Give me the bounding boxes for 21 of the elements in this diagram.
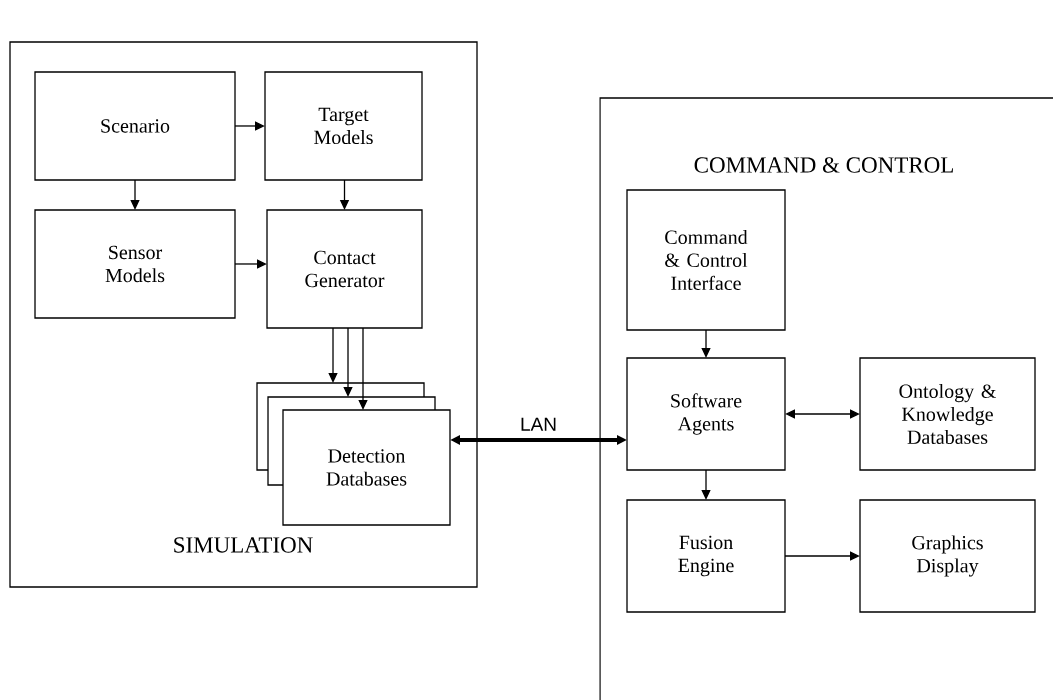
- process-box: Contact Generator: [266, 209, 423, 329]
- arrow: [328, 327, 338, 383]
- arrow: [234, 121, 265, 131]
- arrow: [234, 259, 267, 269]
- process-box: Target Models: [264, 71, 423, 181]
- arrow: [343, 327, 353, 397]
- arrow: [701, 329, 711, 358]
- process-box: Fusion Engine: [626, 499, 786, 613]
- process-box: Command & Control Interface: [626, 189, 786, 331]
- arrow: [785, 409, 860, 419]
- arrow: [784, 551, 860, 561]
- arrow: [130, 179, 140, 210]
- process-box: Software Agents: [626, 357, 786, 471]
- arrow: [701, 469, 711, 500]
- process-box: Graphics Display: [859, 499, 1036, 613]
- process-box: Sensor Models: [34, 209, 236, 319]
- process-box: Scenario: [34, 71, 236, 181]
- arrow: [358, 327, 368, 410]
- process-box: Ontology & Knowledge Databases: [859, 357, 1036, 471]
- stacked-box: Detection Databases: [256, 382, 451, 526]
- edge-label: LAN: [521, 417, 556, 431]
